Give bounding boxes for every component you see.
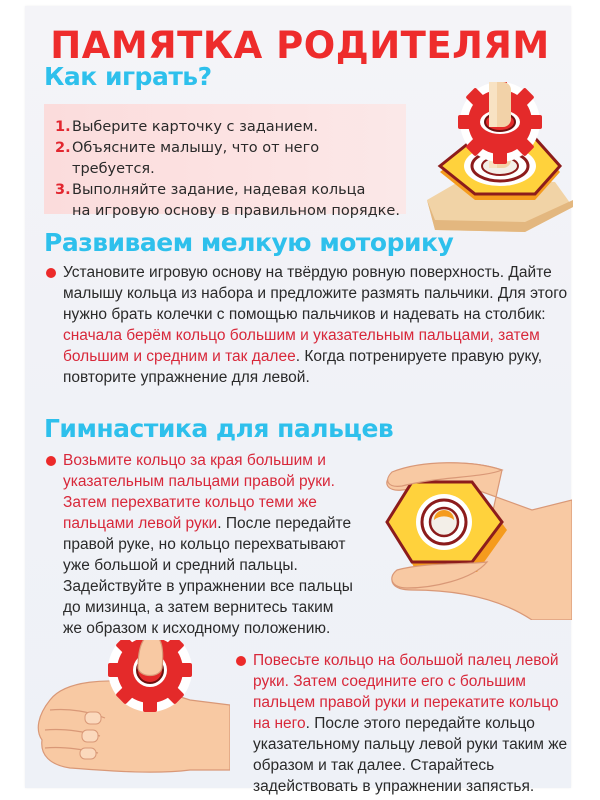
heading-finger-gymnastics: Гимнастика для пальцев <box>44 414 394 443</box>
heading-fine-motor-skills: Развиваем мелкую моторику <box>44 228 454 257</box>
step-text: Объясните малышу, что от него требуется. <box>72 140 320 177</box>
stacking-toy-icon <box>427 82 573 232</box>
page-title: ПАМЯТКА РОДИТЕЛЯМ <box>50 24 550 67</box>
step-item: 1. Выберите карточку с заданием. <box>55 117 405 138</box>
paragraph-highlight: сначала берём кольцо большим и указатель… <box>63 327 540 365</box>
paragraph-text: . Когда потренируете правую руку, повтор… <box>63 348 543 386</box>
steps-list: 1. Выберите карточку с заданием. 2. Объя… <box>55 117 405 222</box>
gymnastics-item-1: Возьмите кольцо за края большим и указат… <box>63 450 353 639</box>
step-number: 3. <box>55 182 71 198</box>
gymnastics-item-2: Повесьте кольцо на большой палец левой р… <box>253 650 573 797</box>
thumb-with-gear-ring-icon <box>37 640 230 773</box>
item-text: . После передайте правой руке, но кольцо… <box>63 515 353 637</box>
step-item: 3. Выполняйте задание, надевая кольца на… <box>55 180 405 222</box>
step-text: Выберите карточку с заданием. <box>72 119 319 135</box>
paragraph-text: Установите игровую основу на твёрдую ров… <box>63 264 568 323</box>
heading-how-to-play: Как играть? <box>44 62 212 91</box>
bullet-icon <box>236 656 246 666</box>
step-text: Выполняйте задание, надевая кольца <box>72 182 366 198</box>
fine-motor-paragraph: Установите игровую основу на твёрдую ров… <box>63 262 568 388</box>
hand-holding-ring-icon <box>385 462 572 620</box>
bullet-icon <box>46 456 56 466</box>
step-text-continued: на игровую основу в правильном порядке. <box>72 203 400 219</box>
steps-highlight-box <box>44 104 406 214</box>
bullet-icon <box>46 268 56 278</box>
item-text: . После этого передайте кольцо указатель… <box>253 715 568 795</box>
item-highlight: Возьмите кольцо за края большим и указат… <box>63 452 335 532</box>
step-number: 1. <box>55 119 71 135</box>
step-item: 2. Объясните малышу, что от него требует… <box>55 138 405 180</box>
step-number: 2. <box>55 140 71 156</box>
item-highlight: Повесьте кольцо на большой палец левой р… <box>253 652 559 732</box>
